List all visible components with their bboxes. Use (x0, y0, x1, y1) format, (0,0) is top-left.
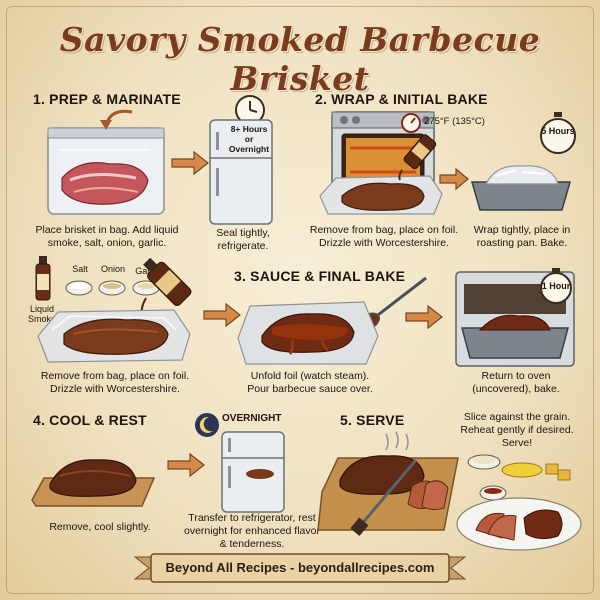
moon-icon (195, 413, 219, 437)
salt-label: Salt (72, 264, 88, 274)
arrow-right-icon (203, 302, 241, 328)
brisket-on-cutting-board-illustration (31, 459, 156, 507)
timer-icon (540, 112, 576, 154)
fridge-duration-badge: 8+ Hours or Overnight (228, 124, 270, 154)
step1-heading: 1. PREP & MARINATE (33, 91, 181, 107)
refrigerator-illustration (209, 119, 273, 225)
roasting-pan-illustration (471, 165, 571, 211)
liquid-smoke-bottle-illustration (35, 256, 51, 301)
arrow-right-icon (171, 150, 209, 176)
cool-fridge-caption: Transfer to refrigerator, rest overnight… (183, 512, 320, 550)
wrap-oven-caption: Remove from bag, place on foil. Drizzle … (309, 224, 459, 249)
oven-thermometer-icon (401, 113, 421, 133)
page-title: Savory Smoked Barbecue Brisket (59, 20, 541, 98)
arrow-right-icon (167, 452, 205, 478)
cool-board-caption: Remove, cool slightly. (49, 521, 151, 533)
arrow-right-icon (439, 167, 469, 191)
footer-credit: Beyond All Recipes - beyondallrecipes.co… (165, 560, 435, 575)
liquid-smoke-label: Liquid Smoke (27, 304, 56, 324)
footer-banner (133, 553, 467, 583)
seasoning-bowls-illustration (65, 280, 160, 296)
wrap-pan-caption: Wrap tightly, place in roasting pan. Bak… (473, 224, 571, 249)
prep-foil-caption: Remove from bag, place on foil. Drizzle … (40, 370, 190, 395)
timer-icon (540, 268, 572, 304)
sauce-oven-caption: Return to oven (uncovered), bake. (472, 370, 560, 395)
onion-label: Onion (100, 264, 126, 274)
prep-fridge-caption: Seal tightly, refrigerate. (216, 227, 270, 252)
plated-brisket-illustration (456, 497, 582, 551)
brisket-on-foil-illustration (319, 175, 443, 215)
oven-temperature-label: 275°F (135°C) (424, 116, 485, 127)
step4-heading: 4. COOL & REST (33, 412, 147, 428)
sliced-brisket-illustration (317, 431, 459, 536)
brisket-on-foil-illustration (37, 309, 191, 363)
worcestershire-bottle-illustration (140, 257, 192, 319)
worcestershire-bottle-illustration (398, 134, 437, 181)
coleslaw-bowl-illustration (467, 454, 501, 470)
step2-heading: 2. WRAP & INITIAL BAKE (315, 91, 488, 107)
sauced-brisket-on-foil-illustration (237, 301, 379, 365)
timer-1-hour-label: 1 Hour (541, 281, 571, 291)
serve-caption: Slice against the grain. Reheat gently i… (460, 411, 574, 449)
corn-illustration (501, 462, 571, 481)
overnight-label: OVERNIGHT (222, 413, 282, 424)
bag-with-brisket-illustration (47, 109, 165, 215)
timer-5-hours-label: 5 Hours (541, 126, 575, 136)
arrow-right-icon (405, 304, 443, 330)
step5-heading: 5. SERVE (340, 412, 405, 428)
refrigerator-illustration (221, 431, 285, 513)
prep-bag-caption: Place brisket in bag. Add liquid smoke, … (35, 224, 179, 249)
sauce-caption: Unfold foil (watch steam). Pour barbecue… (247, 370, 373, 395)
garlic-label: Garlic (135, 266, 159, 276)
step3-heading: 3. SAUCE & FINAL BAKE (234, 268, 406, 284)
